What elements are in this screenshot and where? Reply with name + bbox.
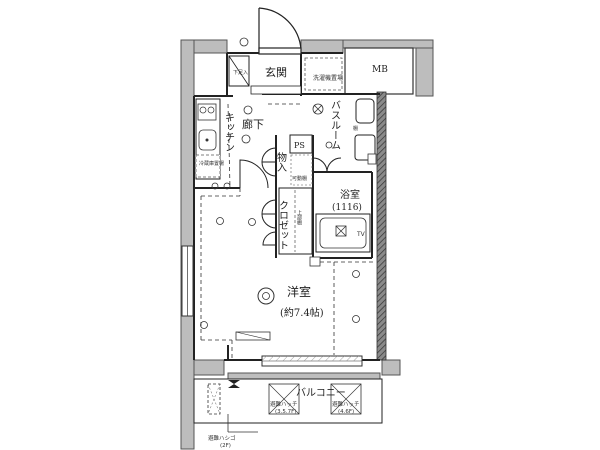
kitchen-door[interactable] [239, 159, 269, 189]
tv-label: TV [356, 231, 366, 238]
bath-size-label: (1116) [332, 202, 362, 213]
hallway-label: 廊下 [242, 117, 264, 131]
balcony-label: バルコニー [296, 387, 346, 399]
western-room-label: 洋室 [287, 284, 311, 299]
ladder-label: 避難ハシゴ [208, 434, 236, 442]
hatch-right-floor: (4.6F) [338, 409, 354, 415]
exterior-walls [180, 39, 434, 450]
western-room-size: (約7.4帖) [280, 306, 324, 319]
entrance-label: 玄関 [265, 65, 287, 79]
outlet-icon [309, 256, 321, 267]
outlet-icon [200, 321, 208, 329]
washer-space: 洗濯機置場 [304, 57, 343, 91]
ps-box [289, 134, 313, 154]
hatch-left-label: 避難ハッチ [270, 400, 298, 408]
small-shelf-label: 棚 [353, 125, 358, 132]
kitchen: 冷蔵庫置場 キッチン [195, 98, 234, 180]
downlight-icon [216, 217, 224, 225]
washbasin [355, 98, 375, 124]
light-icon [241, 134, 251, 144]
kitchen-label: キッチン [223, 112, 234, 152]
washer-space-label: 洗濯機置場 [313, 74, 343, 82]
hatched-wall [376, 91, 387, 361]
storage-label: 物入 [275, 151, 287, 172]
entrance-door[interactable] [258, 7, 302, 55]
closet [278, 187, 313, 255]
ceiling-light-icon [257, 287, 275, 305]
movable-shelf-label: 可動棚 [292, 175, 307, 182]
light-icon [312, 103, 324, 115]
balcony [193, 378, 383, 424]
storage-door[interactable] [261, 147, 277, 177]
ladder-floor: (2F) [220, 443, 231, 449]
ps-label: PS [294, 141, 305, 150]
downlight-icon [352, 270, 360, 278]
downlight-icon [248, 218, 256, 226]
fridge-space-label: 冷蔵庫置場 [199, 160, 224, 167]
hatch-left-floor: (3.5.7F) [275, 409, 296, 415]
closet-doors[interactable] [261, 199, 277, 246]
upper-shelf-label: 上部棚 [296, 209, 302, 226]
dashed-lines [200, 103, 376, 358]
downlight-icon [352, 315, 360, 323]
hatch-right-label: 避難ハッチ [332, 400, 360, 408]
mb-label: MB [372, 65, 388, 75]
closet-label: クロゼット [277, 200, 289, 250]
bath-door[interactable] [312, 157, 342, 173]
shoe-box-label: 下足入 [233, 70, 248, 76]
bath-label: 浴室 [340, 188, 360, 201]
mb-box: MB [344, 47, 414, 95]
light-icon [243, 105, 253, 115]
bathroom-label: バスルーム [329, 100, 341, 150]
